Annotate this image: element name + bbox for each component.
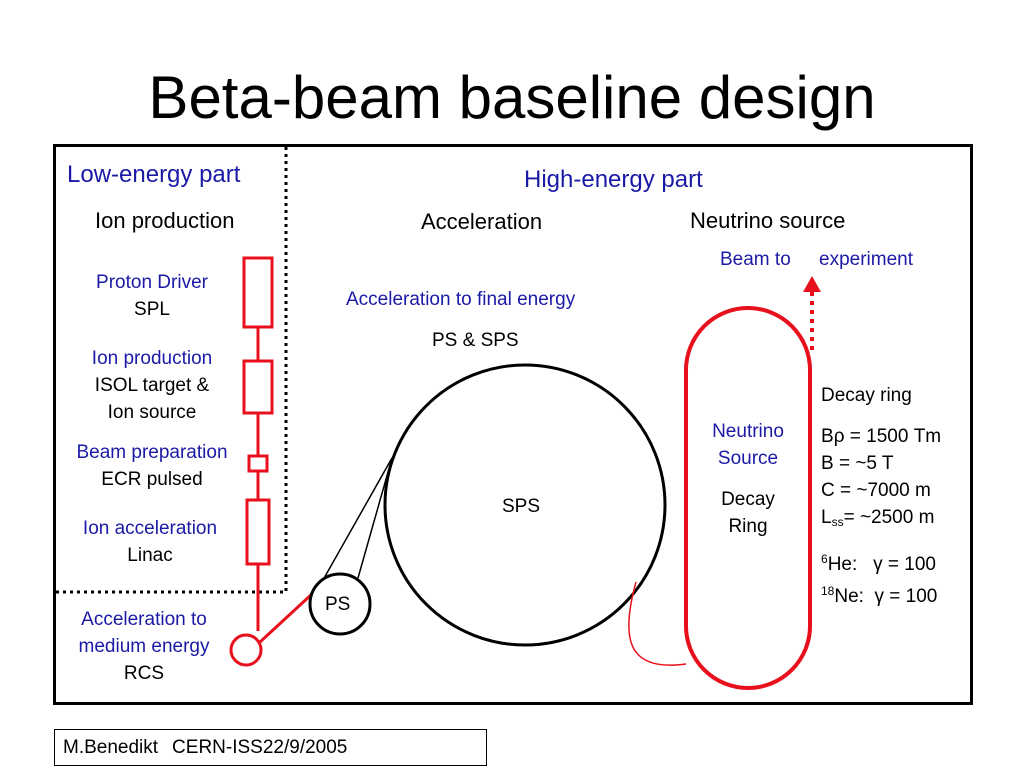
beam-to-label: Beam to: [720, 249, 791, 270]
sps-ring: [383, 363, 667, 647]
ion-production-block: [242, 359, 274, 415]
ring-decay-ring-label: Decay Ring: [721, 486, 775, 540]
ring-neutrino-source-label: Neutrino Source: [712, 418, 784, 472]
param-c: C = ~7000 m: [821, 480, 931, 501]
sps-label: SPS: [502, 496, 541, 517]
footer-event: CERN-ISS22/9/2005: [172, 737, 348, 758]
ps-sps-transfer-line: [322, 457, 393, 581]
ps-ring: [308, 572, 372, 636]
stage-name: Ion production: [91, 348, 213, 369]
decay-ring-params: Bρ = 1500 Tm B = ~5 T C = ~7000 m Lss= ~…: [821, 423, 941, 536]
ring-label-line: Ring: [728, 516, 768, 537]
ion-production-subheading: Ion production: [95, 208, 235, 233]
stage-beam-preparation: Beam preparation ECR pulsed: [76, 439, 227, 493]
diagram-frame: [53, 144, 973, 705]
stage-ion-production: Ion production ISOL target & Ion source: [92, 345, 212, 426]
footer-credit: M.Benedikt CERN-ISS22/9/2005: [54, 729, 487, 766]
acceleration-final-energy-label: Acceleration to final energy: [346, 289, 576, 310]
ps-sps-transfer-line: [357, 457, 393, 579]
stage-name: Proton Driver: [96, 272, 208, 293]
ion-acceleration-block: [245, 498, 271, 566]
isotope-params: 6He: γ = 100 18Ne: γ = 100: [821, 546, 937, 610]
rcs-to-ps-link: [258, 592, 314, 644]
ring-label-line: Source: [717, 448, 779, 469]
param-brho: Bρ = 1500 Tm: [821, 426, 942, 447]
param-lss: Lss= ~2500 m: [821, 507, 935, 529]
stage-ion-acceleration: Ion acceleration Linac: [83, 515, 217, 569]
beam-preparation-block: [247, 454, 269, 473]
experiment-label: experiment: [819, 249, 913, 270]
stage-detail: ECR pulsed: [101, 469, 203, 490]
param-b: B = ~5 T: [821, 453, 894, 474]
rcs-ring: [229, 633, 263, 667]
page-title: Beta-beam baseline design: [148, 64, 876, 131]
param-ne: 18Ne: γ = 100: [821, 584, 938, 607]
stage-rcs: Acceleration to medium energy RCS: [79, 606, 210, 687]
stage-detail: Linac: [127, 545, 173, 566]
high-energy-heading: High-energy part: [524, 166, 703, 193]
beam-arrow-icon: [803, 276, 821, 292]
stage-name: Beam preparation: [76, 442, 228, 463]
stage-name: Acceleration to: [81, 609, 207, 630]
sps-to-decay-ring-link: [628, 581, 687, 666]
stage-detail: SPL: [134, 299, 170, 320]
acceleration-subheading: Acceleration: [421, 209, 543, 234]
decay-ring-title: Decay ring: [821, 385, 912, 406]
ps-sps-label: PS & SPS: [432, 330, 519, 351]
ps-label: PS: [325, 594, 351, 615]
footer-author: M.Benedikt: [63, 737, 159, 758]
proton-driver-block: [242, 256, 274, 329]
neutrino-source-subheading: Neutrino source: [690, 208, 846, 233]
stage-proton-driver: Proton Driver SPL: [96, 269, 208, 323]
stage-detail: Ion source: [107, 402, 197, 423]
param-he: 6He: γ = 100: [821, 552, 936, 575]
stage-name: Ion acceleration: [82, 518, 218, 539]
decay-ring: [684, 306, 812, 690]
ring-label-line: Neutrino: [712, 421, 784, 442]
ring-label-line: Decay: [721, 489, 775, 510]
low-energy-heading: Low-energy part: [67, 161, 241, 188]
stage-detail: ISOL target &: [94, 375, 210, 396]
stage-detail: RCS: [123, 663, 165, 684]
stage-name: medium energy: [78, 636, 210, 657]
